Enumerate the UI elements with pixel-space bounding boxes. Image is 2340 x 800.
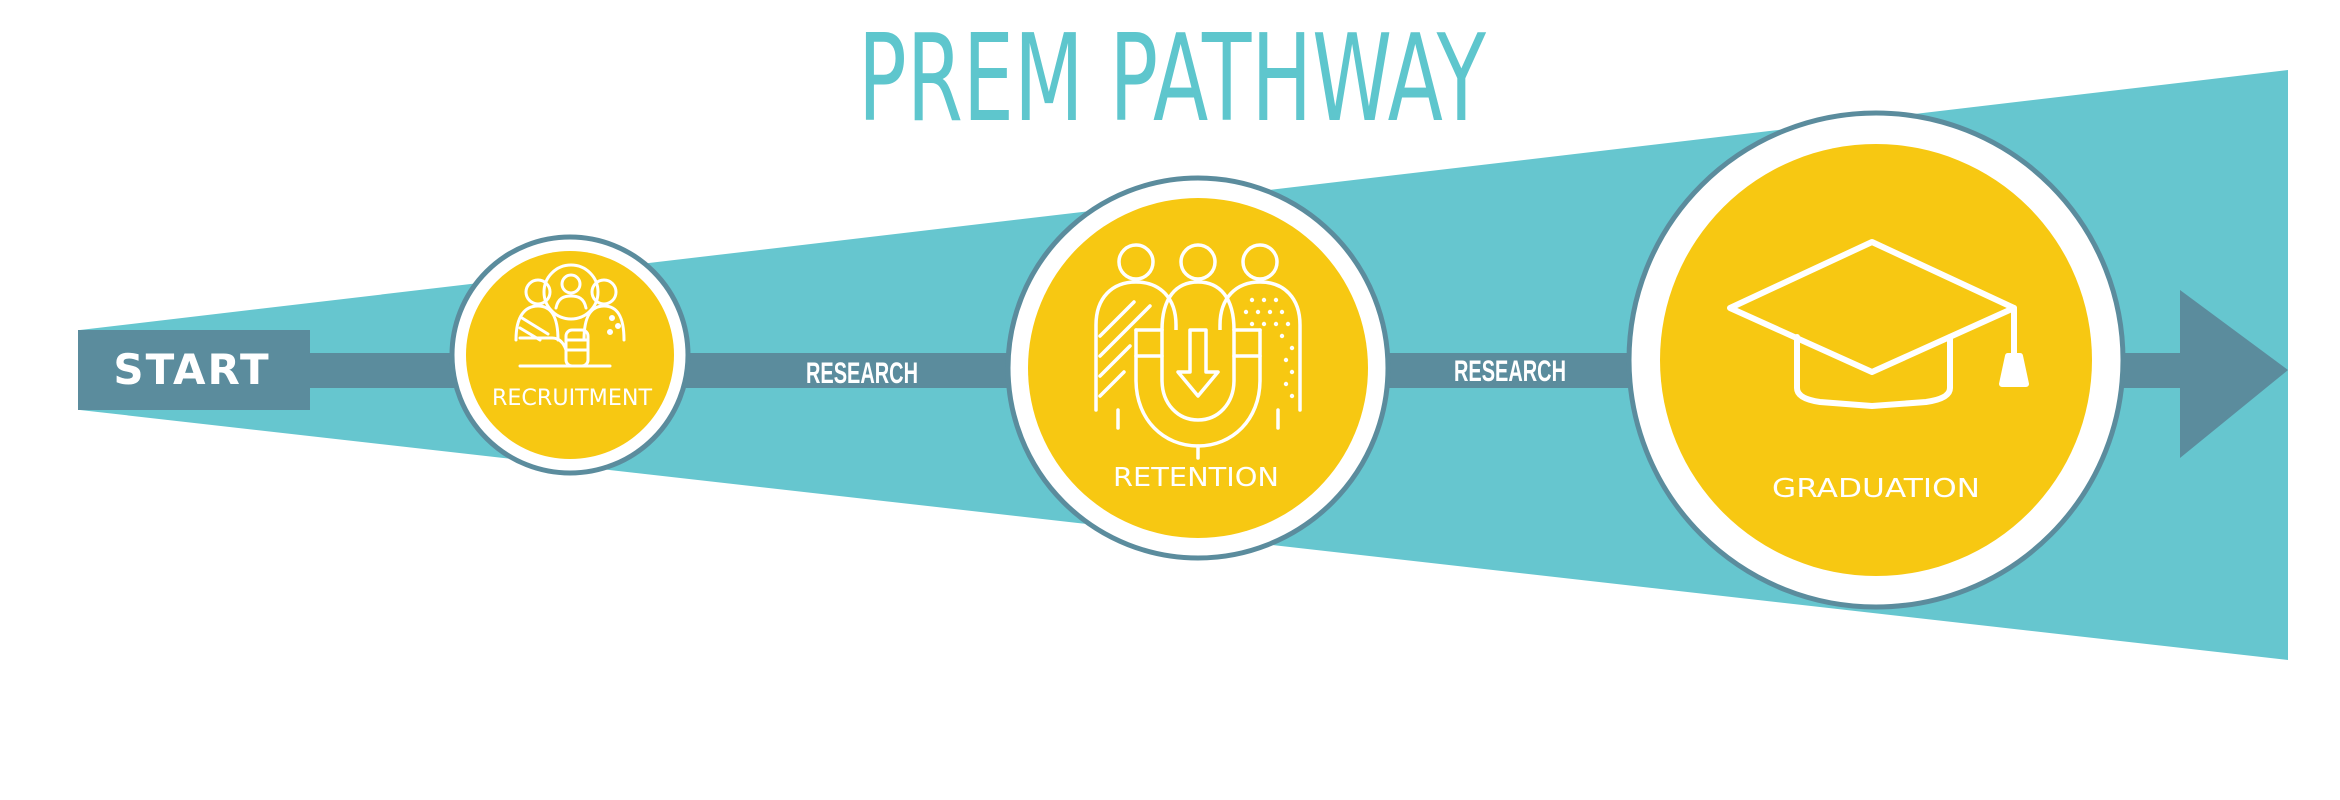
research-label-2: RESEARCH: [1454, 355, 1566, 388]
stage-retention: RETENTION: [1005, 175, 1391, 561]
graduation-cap-icon: [1727, 239, 2029, 409]
graduation-label: GRADUATION: [1772, 474, 1980, 504]
stage-graduation: GRADUATION: [1626, 110, 2126, 610]
start-label: START: [113, 345, 270, 394]
recruitment-label: RECRUITMENT: [492, 386, 653, 411]
recruitment-people-icon: [514, 263, 626, 368]
stage-recruitment: RECRUITMENT: [449, 234, 691, 476]
research-label-1: RESEARCH: [806, 357, 918, 390]
pathway-arrow-head: [2180, 290, 2288, 458]
retention-label: RETENTION: [1113, 463, 1279, 493]
magnet-people-icon: [1094, 243, 1302, 460]
start-box: START: [78, 330, 310, 410]
diagram-title: PREM PATHWAY: [858, 10, 1486, 149]
